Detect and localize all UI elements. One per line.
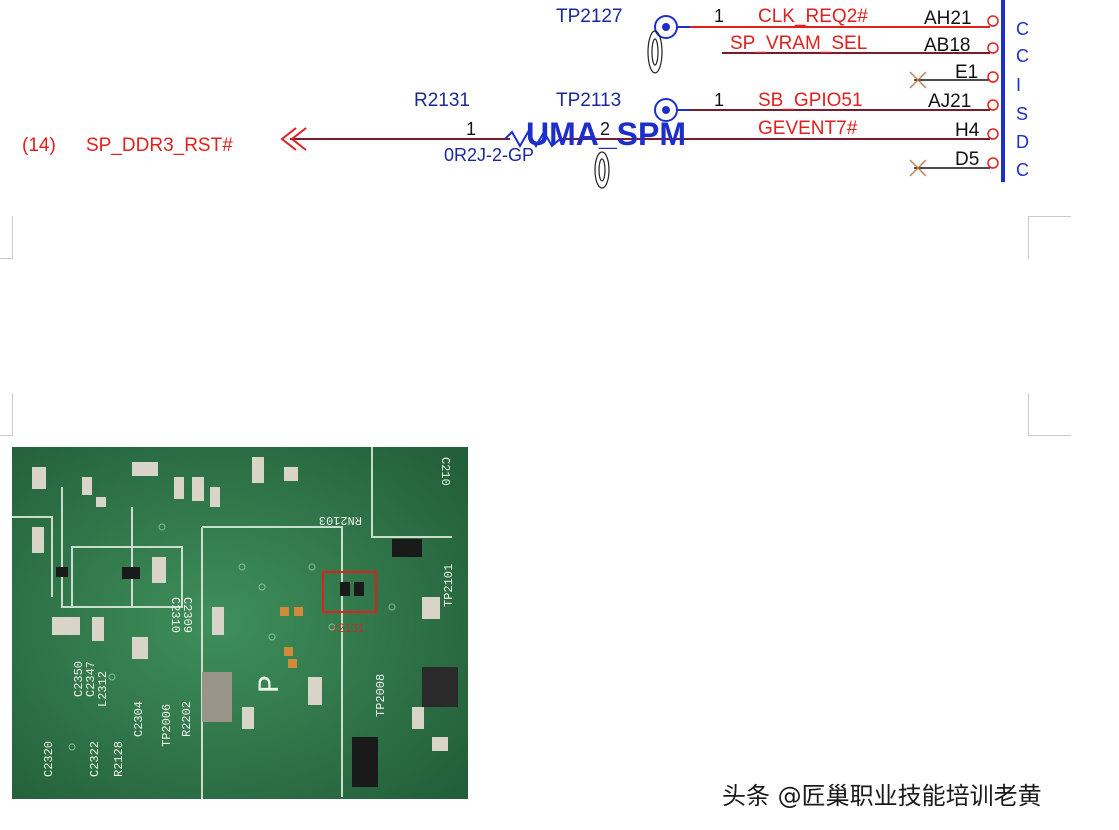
pin2-resistor: 2 xyxy=(600,119,610,139)
r2131-value-label: 0R2J-2-GP xyxy=(444,145,534,165)
label-r2128: R2128 xyxy=(112,741,126,777)
tp2113-label: TP2113 xyxy=(556,90,621,111)
chip-pin-letters: CCI SDC xyxy=(1016,19,1029,180)
pin-aj21: AJ21 xyxy=(928,91,971,112)
label-tp2101: TP2101 xyxy=(442,564,456,607)
svg-text:C: C xyxy=(1016,46,1029,66)
r2131-highlight-label: r2131 xyxy=(334,621,365,635)
pin-d5: D5 xyxy=(955,149,979,170)
offpage-connector xyxy=(280,127,307,151)
label-tp2008: TP2008 xyxy=(374,674,388,717)
resistor-r2131-symbol xyxy=(504,129,561,149)
svg-text:D: D xyxy=(1016,132,1029,152)
label-c2347: C2347 xyxy=(84,661,98,697)
label-rn2103: RN2103 xyxy=(319,513,362,527)
watermark-text: 头条 @匠巢职业技能培训老黄 xyxy=(722,782,1042,810)
board-labels: C2310 C2309 RN2103 TP2101 C2350 C2347 L2… xyxy=(42,457,456,777)
pcb-board xyxy=(12,447,468,799)
pin-e1: E1 xyxy=(955,62,978,83)
pin-ab18: AB18 xyxy=(924,35,970,56)
crop-mark-top-right xyxy=(1028,216,1071,259)
pin-h4: H4 xyxy=(955,120,980,141)
pcb-photo-drawing: C2310 C2309 RN2103 TP2101 C2350 C2347 L2… xyxy=(12,447,468,799)
crop-mark-bottom-left xyxy=(0,393,13,436)
svg-text:I: I xyxy=(1016,75,1021,95)
svg-text:S: S xyxy=(1016,104,1028,124)
gold-pads xyxy=(280,607,303,668)
label-r2202: R2202 xyxy=(180,701,194,737)
net-ref-label: (14) xyxy=(22,135,56,156)
pin1-tp2127: 1 xyxy=(714,6,724,26)
label-c2322: C2322 xyxy=(88,741,102,777)
pin1-resistor: 1 xyxy=(466,119,476,139)
label-c2309: C2309 xyxy=(180,597,194,633)
tp2127-symbol xyxy=(654,15,690,39)
tp2113-mark xyxy=(594,151,610,189)
net-gevent7: GEVENT7# xyxy=(758,118,858,139)
r2131-highlight: r2131 xyxy=(322,571,377,635)
label-c2304: C2304 xyxy=(132,701,146,737)
r2131-highlight-box xyxy=(322,571,377,613)
schematic-excerpt: CCI SDC TP2127 TP2113 R2131 0R2J-2-GP 1 … xyxy=(22,0,1029,189)
crop-mark-bottom-right xyxy=(1028,393,1071,436)
net-sb-gpio51: SB_GPIO51 xyxy=(758,90,863,111)
silkscreen-outlines xyxy=(12,447,452,799)
net-sp-vram-sel: SP_VRAM_SEL xyxy=(730,33,867,54)
ic-chips xyxy=(56,539,458,787)
net-clk-req2: CLK_REQ2# xyxy=(758,6,868,27)
pin-bubbles xyxy=(987,15,999,169)
crop-mark-top-left xyxy=(0,216,13,259)
variant-label: UMA_SPM xyxy=(526,116,686,152)
label-c210: C210 xyxy=(438,457,452,486)
vias xyxy=(68,523,396,751)
label-c2350: C2350 xyxy=(72,661,86,697)
label-c2320: C2320 xyxy=(42,741,56,777)
no-connect-e1 xyxy=(909,71,927,89)
components xyxy=(32,457,448,751)
label-p: P xyxy=(254,675,288,693)
tp2127-mark xyxy=(647,30,663,74)
pcb-photo: C2310 C2309 RN2103 TP2101 C2350 C2347 L2… xyxy=(12,447,468,799)
tp2127-label: TP2127 xyxy=(556,6,623,27)
pin1-tp2113: 1 xyxy=(714,90,724,110)
label-tp2006: TP2006 xyxy=(160,704,174,747)
r2131-ref-label: R2131 xyxy=(414,90,470,111)
net-sp-ddr3-rst: SP_DDR3_RST# xyxy=(86,135,233,156)
svg-text:C: C xyxy=(1016,19,1029,39)
label-l2312: L2312 xyxy=(96,671,110,707)
label-c2310: C2310 xyxy=(168,597,182,633)
svg-text:C: C xyxy=(1016,160,1029,180)
pin-ah21: AH21 xyxy=(924,8,972,29)
no-connect-d5 xyxy=(909,159,927,177)
tp2113-symbol xyxy=(654,98,690,122)
